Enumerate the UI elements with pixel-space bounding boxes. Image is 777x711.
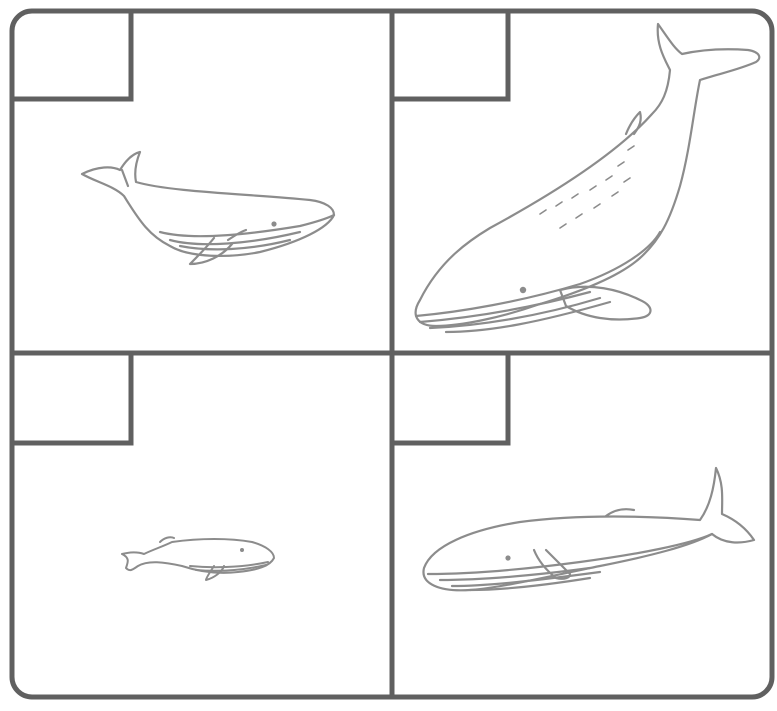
- grid-figure: [0, 0, 777, 711]
- whale-panel-grid: [0, 0, 777, 711]
